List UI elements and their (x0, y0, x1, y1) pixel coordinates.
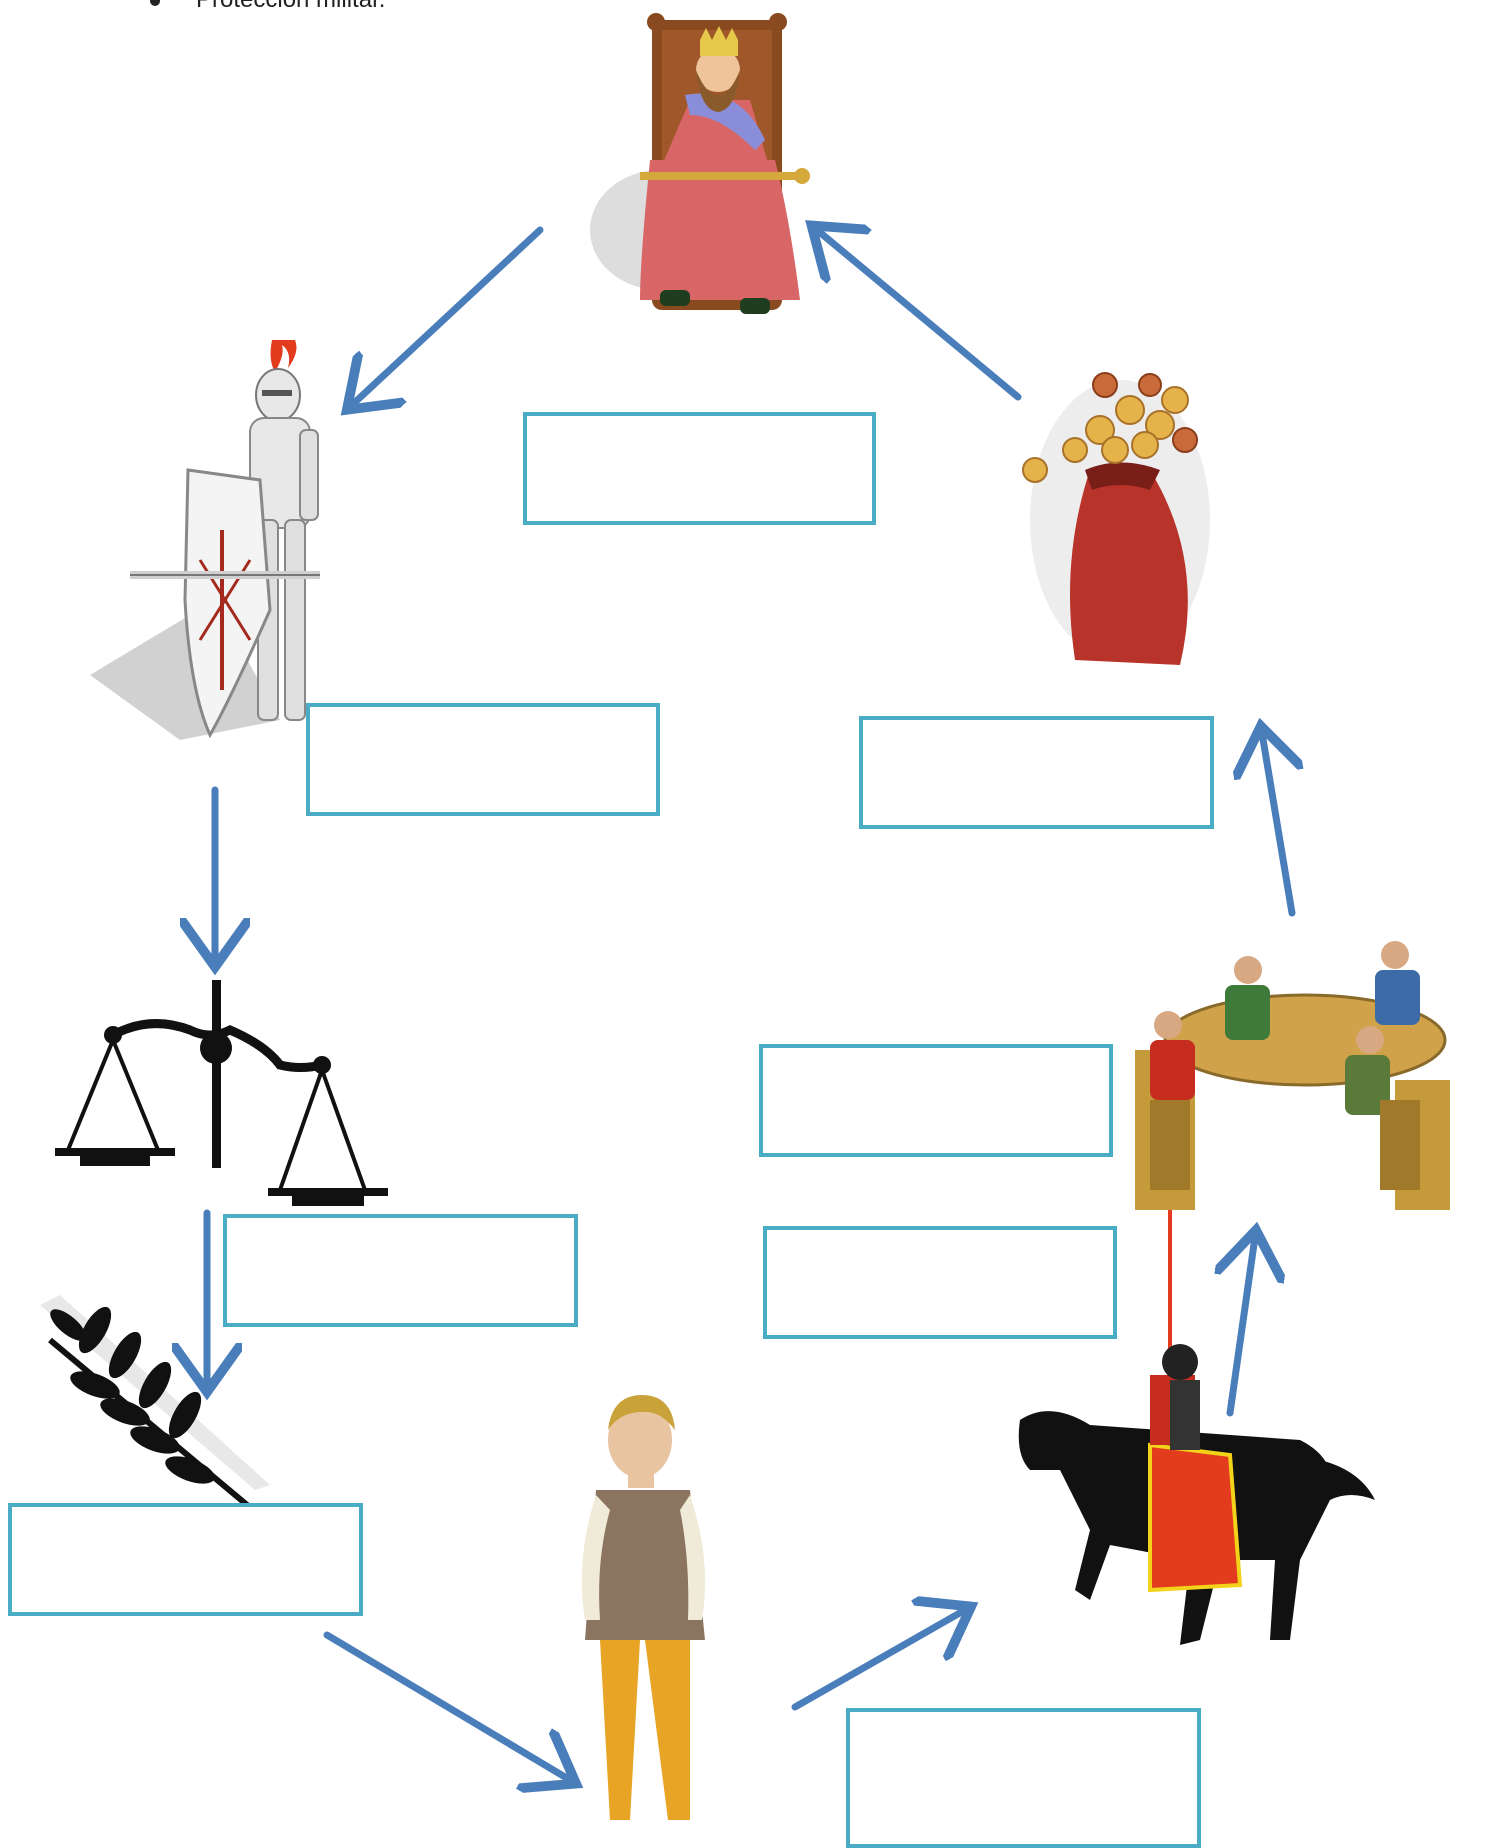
peasant-icon (581, 1395, 706, 1820)
horseman-knight-icon (1018, 1210, 1375, 1645)
answer-box-council[interactable] (759, 1044, 1113, 1157)
answer-box-knight[interactable] (306, 703, 660, 816)
arrow-horseman-to-council (1230, 1237, 1255, 1417)
arrow-coins-to-king (817, 230, 1022, 401)
arrows (207, 230, 1292, 1780)
justice-scales-icon (55, 980, 388, 1206)
bullet-text: Protección militar. (196, 0, 385, 13)
coin-bag-icon (1022, 372, 1210, 665)
answer-box-bottom-right[interactable] (846, 1708, 1201, 1848)
answer-box-top-center[interactable] (523, 412, 876, 525)
answer-box-scales[interactable] (223, 1214, 578, 1327)
arrow-laurel-to-peasant (323, 1631, 570, 1780)
bullet-icon (150, 0, 160, 6)
council-table-icon (1135, 941, 1450, 1210)
knight-armor-icon (90, 340, 320, 740)
bullet-item: Protección militar. (150, 0, 385, 14)
answer-box-coins[interactable] (859, 716, 1214, 829)
laurel-branch-icon (40, 1295, 270, 1523)
king-icon (590, 13, 810, 314)
arrow-king-to-knight (352, 226, 544, 405)
answer-box-laurel[interactable] (8, 1503, 363, 1616)
answer-box-horseman[interactable] (763, 1226, 1117, 1339)
arrow-council-to-coins (1262, 733, 1292, 917)
arrow-peasant-to-horseman (791, 1610, 965, 1711)
